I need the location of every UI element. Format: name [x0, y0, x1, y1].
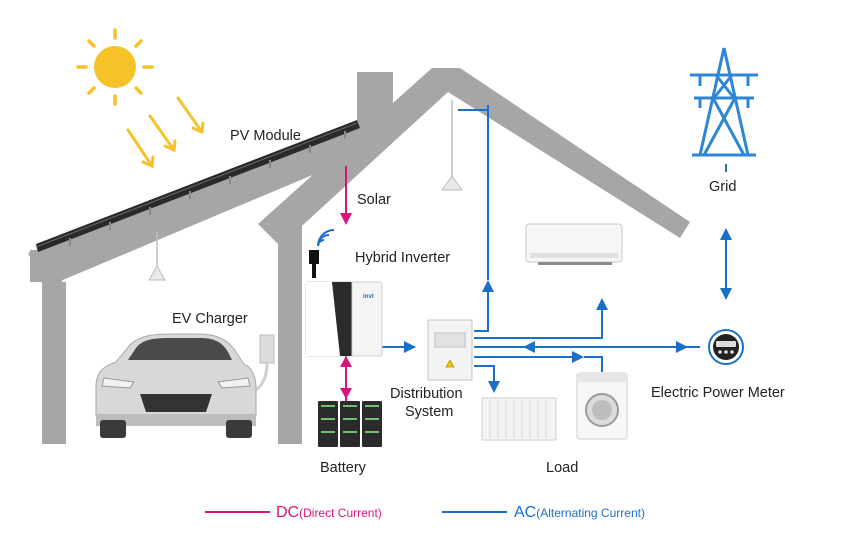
- label-electric-power-meter: Electric Power Meter: [651, 385, 785, 401]
- carport-roof: [28, 123, 372, 282]
- hybrid-inverter: [305, 281, 383, 357]
- washing-machine-icon: [576, 372, 628, 440]
- ceiling-lamp-1: [148, 232, 166, 281]
- legend-ac-label: AC(Alternating Current): [514, 504, 645, 521]
- wifi-dongle-icon: [309, 229, 335, 278]
- center-wall: [278, 210, 302, 444]
- grid-tower-icon: [690, 47, 758, 157]
- ac-lines: [380, 105, 732, 393]
- label-distribution-line2: System: [405, 404, 453, 420]
- legend-dc-label: DC(Direct Current): [276, 504, 382, 521]
- label-solar: Solar: [357, 192, 391, 208]
- sun-icon: [76, 28, 205, 169]
- label-grid: Grid: [709, 179, 736, 195]
- label-load: Load: [546, 460, 578, 476]
- ceiling-lamp-2: [441, 100, 463, 191]
- car-icon: [95, 333, 257, 438]
- main-roof: [258, 68, 690, 246]
- legend: DC(Direct Current) AC(Alternating Curren…: [205, 504, 645, 521]
- label-battery: Battery: [320, 460, 367, 476]
- electric-meter-icon: [708, 329, 744, 365]
- dc-lines: [340, 166, 352, 402]
- air-conditioner-icon: [525, 223, 623, 265]
- left-wall: [42, 282, 66, 444]
- carport-eave: [30, 250, 62, 282]
- label-ev-charger: EV Charger: [172, 311, 248, 327]
- distribution-box: [427, 319, 473, 381]
- label-hybrid-inverter: Hybrid Inverter: [355, 250, 450, 266]
- house: [28, 68, 690, 444]
- inverter-brand: invt: [363, 294, 374, 300]
- battery: [318, 401, 382, 447]
- label-pv-module: PV Module: [230, 128, 301, 144]
- heater-icon: [481, 397, 557, 441]
- pv-module: [35, 120, 360, 252]
- label-distribution-line1: Distribution: [390, 386, 463, 402]
